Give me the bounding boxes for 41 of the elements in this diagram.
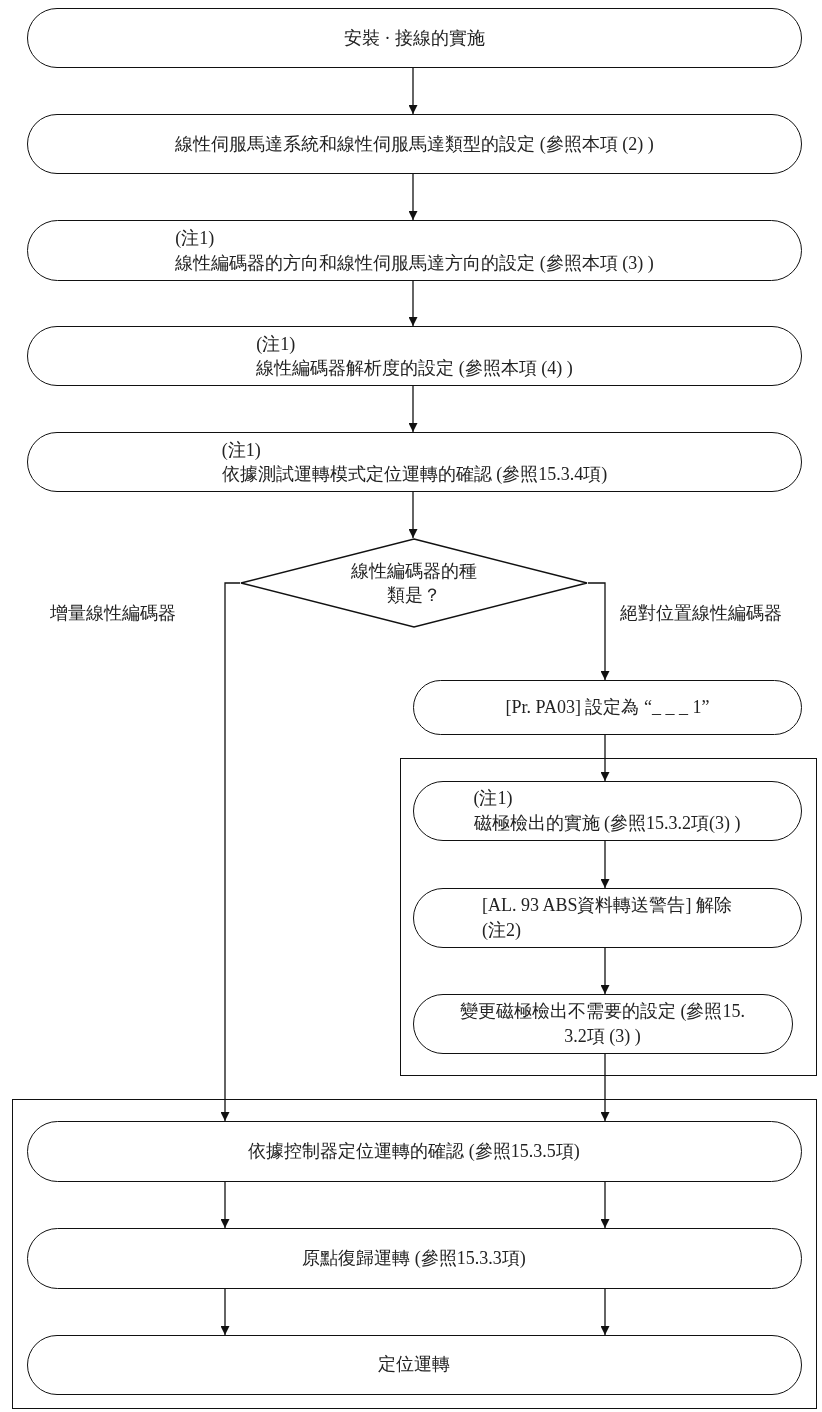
process-box [27, 432, 802, 492]
arrow [600, 840, 610, 889]
step-text: 線性伺服馬達系統和線性伺服馬達類型的設定 (參照本項 (2) ) [175, 132, 654, 156]
arrow [408, 280, 418, 327]
step-text: 線性編碼器的方向和線性伺服馬達方向的設定 (參照本項 (3) ) [175, 251, 654, 275]
group-frame [400, 758, 817, 1076]
edge-label: 絕對位置線性編碼器 [620, 603, 782, 625]
arrow [220, 1288, 230, 1336]
note-mark: (注1) [473, 787, 514, 811]
process-box [27, 8, 802, 68]
step-text: 原點復歸運轉 (參照15.3.3項) [302, 1246, 526, 1270]
step-text: [Pr. PA03] 設定為 “_ _ _ 1” [505, 696, 710, 720]
arrow [408, 491, 418, 539]
note-mark: (注1) [256, 332, 297, 356]
step-text: 安裝 · 接線的實施 [344, 26, 485, 50]
group-frame [12, 1099, 817, 1409]
arrow [220, 582, 241, 1122]
step-text: 變更磁極檢出不需要的設定 (參照15.3.2項 (3) ) [459, 1000, 746, 1048]
note-mark: (注1) [175, 227, 216, 251]
step-text: 依據測試運轉模式定位運轉的確認 (參照15.3.4項) [221, 463, 608, 486]
arrow [408, 67, 418, 115]
arrow [408, 385, 418, 433]
arrow [220, 1181, 230, 1229]
step-text: 依據控制器定位運轉的確認 (參照15.3.5項) [248, 1139, 580, 1163]
arrow [600, 1053, 610, 1122]
arrow [600, 734, 610, 782]
process-box [27, 326, 802, 386]
step-text: 線性編碼器的種類是？ [350, 559, 478, 607]
step-text: 磁極檢出的實施 (參照15.3.2項(3) ) [473, 811, 741, 835]
note-mark: (注2) [482, 918, 522, 942]
edge-label: 增量線性編碼器 [50, 603, 176, 625]
step-text: 線性編碼器解析度的設定 (參照本項 (4) ) [256, 357, 573, 380]
step-text: [AL. 93 ABS資料轉送警告] 解除 [482, 894, 732, 918]
arrow [600, 1288, 610, 1336]
step-text: 定位運轉 [378, 1353, 450, 1377]
arrow [600, 1181, 610, 1229]
note-mark: (注1) [221, 438, 262, 462]
arrow [587, 582, 610, 681]
arrow [600, 947, 610, 995]
arrow [408, 173, 418, 221]
process-box [27, 114, 802, 174]
